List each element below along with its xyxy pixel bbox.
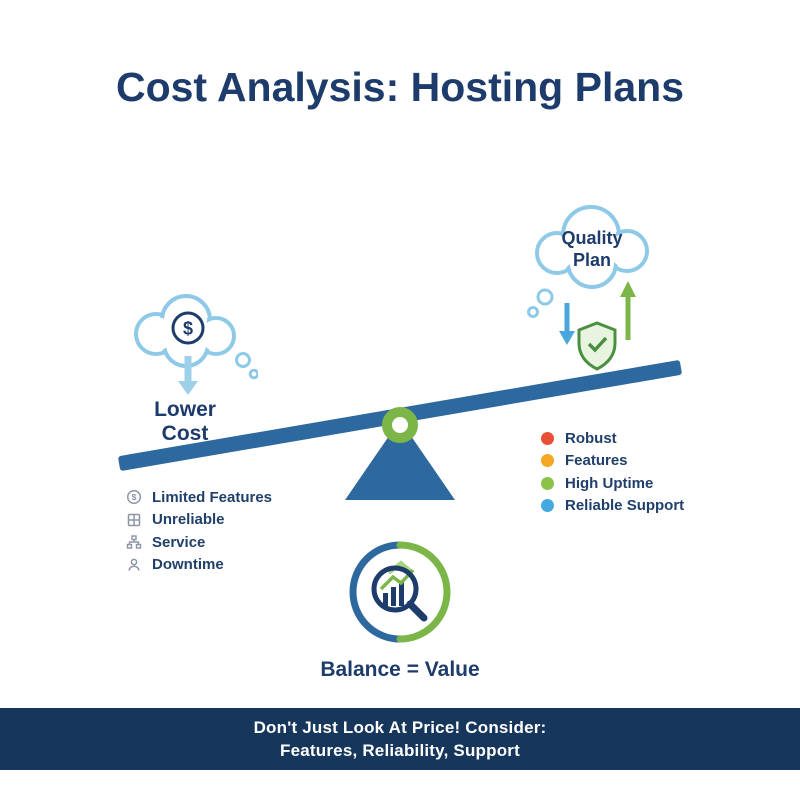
blue-dot-icon	[541, 499, 554, 513]
magnifier-icon	[371, 565, 428, 622]
balance-value-emblem-icon	[349, 541, 451, 643]
list-item: Unreliable	[126, 509, 272, 532]
seesaw-pivot-ring	[382, 407, 418, 443]
green-dot-icon	[541, 476, 554, 490]
list-item: Features	[541, 450, 684, 473]
ring-green-half	[396, 541, 451, 643]
thought-bubbles-icon	[527, 288, 554, 318]
list-item-label: Robust	[565, 429, 617, 447]
list-item-label: Reliable Support	[565, 497, 685, 515]
quality-plan-bubble-icon	[527, 205, 649, 371]
red-dot-icon	[541, 431, 554, 445]
footer-banner: Don't Just Look At Price! Consider: Feat…	[0, 708, 800, 770]
lower-cost-item-list: $ Limited Features Unreliable Service	[126, 486, 272, 576]
list-item: $ Limited Features	[126, 486, 272, 509]
lower-cost-cloud-icon: $	[134, 294, 258, 395]
person-icon	[126, 557, 142, 573]
list-item-label: Features	[565, 452, 628, 470]
bar-chart-icon	[383, 581, 404, 606]
footer-line-1: Don't Just Look At Price! Consider:	[253, 717, 547, 737]
up-trend-arrow-icon	[620, 281, 636, 340]
list-item: Service	[126, 531, 272, 554]
page-title: Cost Analysis: Hosting Plans	[115, 64, 685, 110]
list-item: Downtime	[126, 554, 272, 577]
lower-cost-label: Lower Cost	[154, 398, 216, 445]
list-item: Robust	[541, 427, 684, 450]
orange-dot-icon	[541, 454, 554, 468]
balance-value-caption: Balance = Value	[320, 658, 480, 681]
quality-plan-label: Quality Plan	[561, 228, 623, 270]
list-item-label: Unreliable	[152, 511, 225, 529]
shield-icon	[577, 321, 617, 371]
quality-item-list: Robust Features High Uptime Reliable Sup…	[541, 427, 684, 517]
thought-bubbles-icon	[235, 352, 258, 380]
footer-line-2: Features, Reliability, Support	[280, 740, 520, 760]
dollar-coin-icon	[171, 311, 205, 345]
list-item: Reliable Support	[541, 495, 684, 518]
trend-line-icon	[379, 568, 415, 591]
list-item: High Uptime	[541, 472, 684, 495]
list-item-label: High Uptime	[565, 474, 654, 492]
down-arrow-icon	[178, 356, 198, 395]
dollar-circle-icon: $	[126, 489, 142, 505]
dollar-sign: $	[183, 319, 193, 339]
list-item-label: Downtime	[152, 556, 224, 574]
grid-icon	[126, 512, 142, 528]
svg-text:$: $	[132, 492, 137, 502]
hierarchy-icon	[126, 534, 142, 550]
down-trend-arrow-icon	[559, 303, 575, 345]
list-item-label: Limited Features	[152, 488, 273, 506]
ring-blue-half	[349, 541, 404, 643]
list-item-label: Service	[152, 533, 206, 551]
